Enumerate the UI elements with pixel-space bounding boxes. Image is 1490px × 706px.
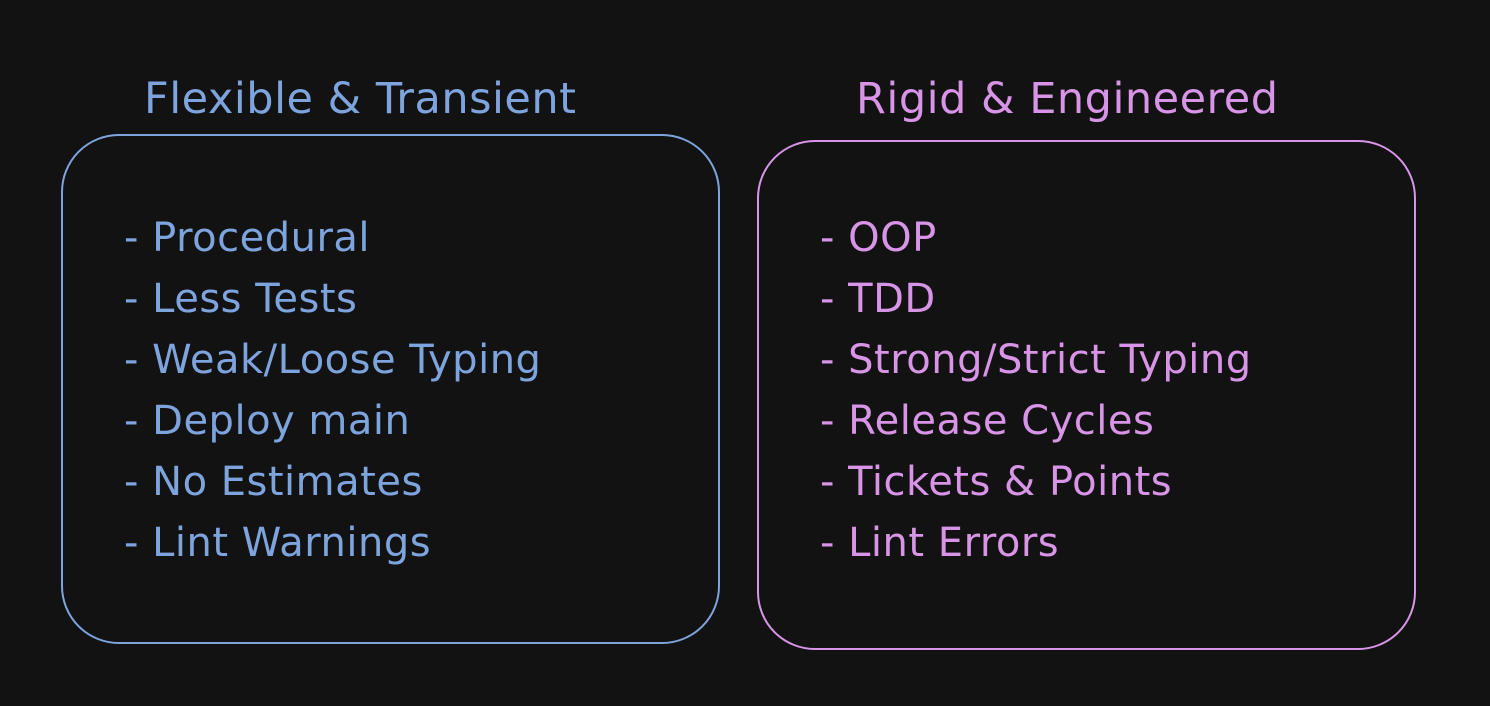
list-item: - No Estimates — [124, 459, 423, 505]
list-item: - Lint Warnings — [124, 520, 432, 566]
list-item: - Strong/Strict Typing — [820, 337, 1252, 383]
left-column-title: Flexible & Transient — [144, 74, 577, 124]
list-item: - Lint Errors — [820, 520, 1060, 566]
right-item-list: - OOP - TDD - Strong/Strict Typing - Rel… — [820, 208, 1252, 574]
list-item: - Tickets & Points — [820, 459, 1173, 505]
list-item: - OOP — [820, 215, 937, 261]
list-item: - Procedural — [124, 215, 371, 261]
right-column-title: Rigid & Engineered — [856, 74, 1279, 124]
list-item: - Less Tests — [124, 276, 358, 322]
right-rounded-box — [757, 140, 1416, 650]
left-rounded-box — [61, 134, 720, 644]
list-item: - Deploy main — [124, 398, 411, 444]
list-item: - Release Cycles — [820, 398, 1155, 444]
list-item: - Weak/Loose Typing — [124, 337, 542, 383]
list-item: - TDD — [820, 276, 936, 322]
left-item-list: - Procedural - Less Tests - Weak/Loose T… — [124, 208, 541, 574]
